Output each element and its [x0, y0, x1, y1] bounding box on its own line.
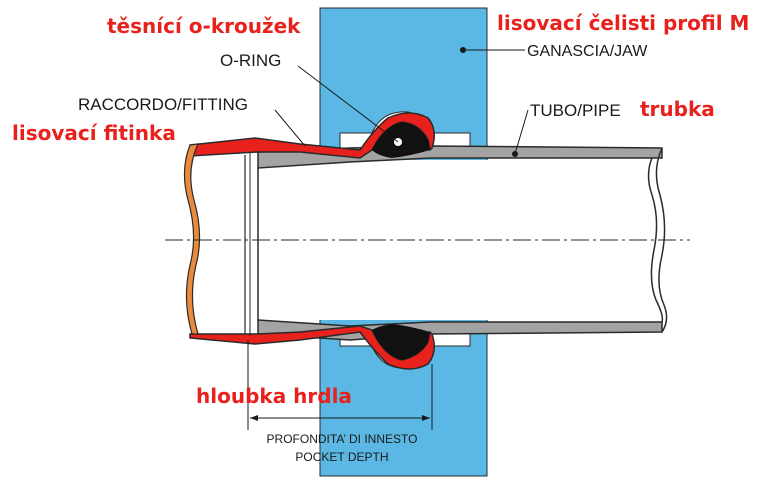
label-pipe-cz: trubka — [640, 97, 715, 121]
label-depth-cz: hloubka hrdla — [196, 384, 352, 408]
depth-arrow-left — [250, 415, 258, 421]
leader-pipe — [514, 109, 529, 155]
label-pipe: TUBO/PIPE — [530, 101, 621, 120]
label-o-ring-cz: těsnící o-kroužek — [107, 14, 301, 38]
depth-arrow-right — [422, 415, 430, 421]
label-depth-line2: POCKET DEPTH — [295, 450, 388, 464]
label-jaw: GANASCIA/JAW — [527, 43, 648, 60]
label-jaw-cz: lisovací čelisti profil M — [497, 11, 749, 35]
leader-fitting — [274, 109, 306, 147]
label-fitting-cz: lisovací fitinka — [12, 121, 176, 145]
leader-jaw-dot — [460, 47, 466, 53]
leader-pipe-dot — [512, 151, 518, 157]
label-depth-line1: PROFONDITA’ DI INNESTO — [267, 432, 418, 446]
o-ring-bottom — [372, 324, 430, 360]
pipe-cut-outer — [655, 147, 668, 333]
label-o-ring: O-RING — [220, 51, 281, 70]
fitting-cut-end — [183, 143, 201, 335]
pipe-cut-end — [647, 157, 664, 323]
label-fitting: RACCORDO/FITTING — [78, 95, 248, 114]
leader-o-ring — [297, 65, 399, 143]
